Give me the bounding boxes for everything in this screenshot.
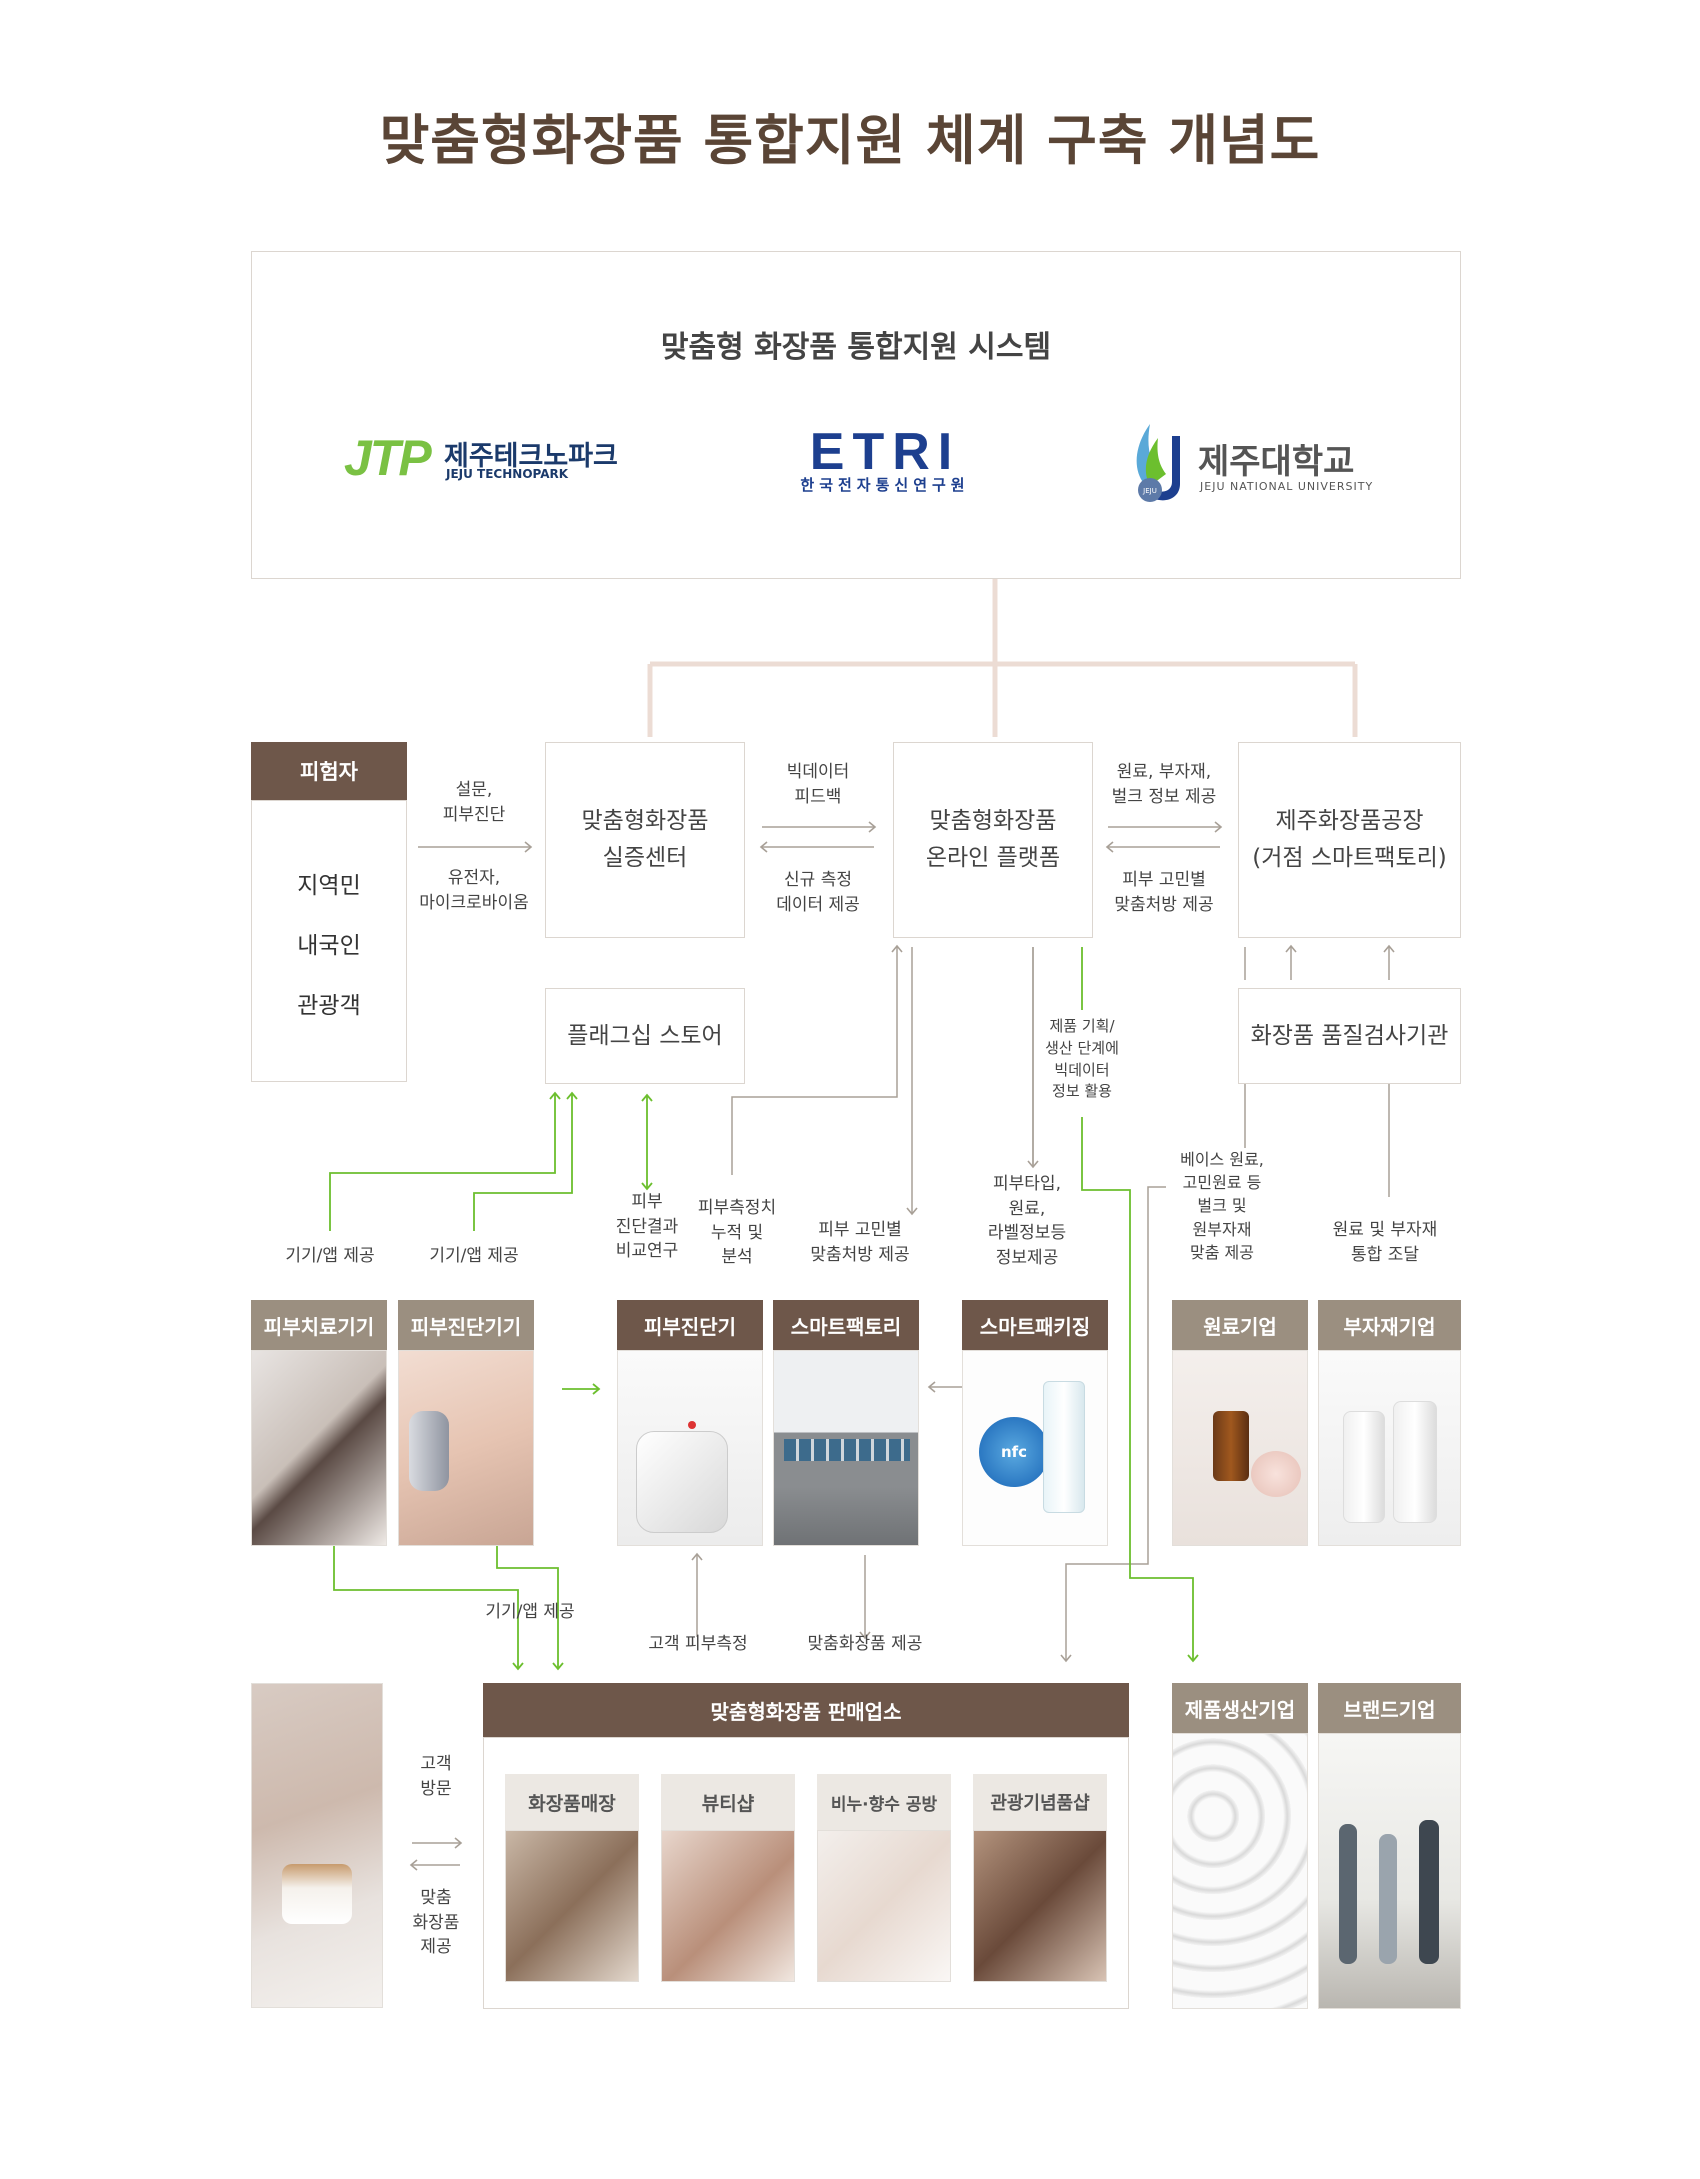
subjects-item: 관광객: [297, 993, 361, 1019]
shop-item-cosmetic-store: 화장품매장: [505, 1774, 639, 1830]
jeju-factory-box: 제주화장품공장 (거점 스마트팩토리): [1238, 742, 1461, 938]
shop-item-souvenir-shop: 관광기념품샵: [973, 1774, 1107, 1830]
label-device-app-2: 기기/앱 제공: [429, 1246, 519, 1266]
online-platform-line2: 온라인 플랫폼: [925, 845, 1061, 871]
page-title: 맞춤형화장품 통합지원 체계 구축 개념도: [379, 109, 1321, 172]
tile-diagnosis-device-a-header: 피부진단기기: [398, 1300, 534, 1350]
jnu-emblem-icon: JEJU: [1136, 424, 1180, 502]
treatment-device-image: [251, 1350, 387, 1546]
flagship-store-box: 플래그십 스토어: [545, 988, 745, 1084]
smart-packaging-image: nfc: [962, 1350, 1108, 1546]
soap-perfume-image: [817, 1830, 951, 1982]
sub-company-image: [1318, 1350, 1461, 1546]
experience-center-line2: 실증센터: [602, 845, 688, 871]
beauty-shop-image: [661, 1830, 795, 1982]
subjects-box: [251, 800, 407, 1082]
jeju-factory-line1: 제주화장품공장: [1275, 808, 1424, 835]
bottle-shape: [1043, 1381, 1085, 1513]
tile-diagnosis-device-b-header: 피부진단기: [617, 1300, 763, 1350]
tile-production-company-header: 제품생산기업: [1172, 1683, 1308, 1733]
experience-center-box: 맞춤형화장품 실증센터: [545, 742, 745, 938]
person-shape-2: [1379, 1834, 1397, 1964]
diagnosis-device-a-image: [398, 1350, 534, 1546]
shop-item-soap-perfume: 비누·향수 공방: [817, 1774, 951, 1830]
subjects-item: 지역민: [297, 873, 361, 899]
white-bottle-shape-2: [1393, 1401, 1437, 1523]
subjects-item: 내국인: [297, 933, 361, 959]
etri-logo-name: 한국전자통신연구원: [800, 476, 970, 494]
jeju-factory-line2: (거점 스마트팩토리): [1252, 845, 1447, 871]
tile-smart-packaging-header: 스마트패키징: [962, 1300, 1108, 1350]
inspection-agency-label: 화장품 품질검사기관: [1250, 1022, 1449, 1049]
device-red-dot: [688, 1421, 696, 1429]
online-platform-box: 맞춤형화장품 온라인 플랫폼: [893, 742, 1093, 938]
tile-treatment-device-header: 피부치료기기: [251, 1300, 387, 1350]
nfc-tag-shape: nfc: [979, 1417, 1049, 1487]
system-box: [251, 251, 1461, 579]
white-bottle-shape-1: [1343, 1411, 1385, 1523]
cosmetic-store-image: [505, 1830, 639, 1982]
jtp-logo-mark: JTP: [344, 430, 432, 486]
jnu-logo: JEJU 제주대학교 JEJU NATIONAL UNIVERSITY: [1128, 416, 1378, 506]
jtp-logo: JTP 제주테크노파크 JEJU TECHNOPARK: [342, 430, 642, 486]
label-custom-provide: 맞춤화장품 제공: [807, 1634, 923, 1654]
flagship-store-label: 플래그십 스토어: [567, 1022, 723, 1049]
inspection-agency-box: 화장품 품질검사기관: [1238, 988, 1461, 1084]
customer-image: [251, 1683, 383, 2008]
diagnosis-device-b-image: [617, 1350, 763, 1546]
person-shape-3: [1419, 1820, 1439, 1964]
label-survey: 설문,피부진단: [442, 780, 506, 825]
factory-windows-shape: [784, 1439, 910, 1461]
diagnosis-device-shape: [409, 1411, 449, 1491]
label-raw-info: 원료, 부자재,벌크 정보 제공: [1111, 762, 1217, 807]
jtp-logo-subname: JEJU TECHNOPARK: [446, 467, 569, 481]
amber-bottle-shape: [1213, 1411, 1249, 1481]
raw-company-image: [1172, 1350, 1308, 1546]
jnu-logo-subname: JEJU NATIONAL UNIVERSITY: [1200, 480, 1374, 493]
tile-sub-company-header: 부자재기업: [1318, 1300, 1461, 1350]
label-genome: 유전자,마이크로바이옴: [419, 868, 529, 913]
smart-factory-image: [773, 1350, 919, 1546]
souvenir-shop-image: [973, 1830, 1107, 1982]
shop-header: 맞춤형화장품 판매업소: [483, 1683, 1129, 1737]
etri-logo-mark: ETRI: [809, 423, 961, 481]
production-company-image: [1172, 1733, 1308, 2009]
brand-company-image: [1318, 1733, 1461, 2009]
online-platform-line1: 맞춤형화장품: [929, 808, 1057, 835]
tile-smart-factory-header: 스마트팩토리: [773, 1300, 919, 1350]
cream-jar-shape: [282, 1864, 352, 1924]
label-device-app-1: 기기/앱 제공: [285, 1246, 375, 1266]
tile-raw-company-header: 원료기업: [1172, 1300, 1308, 1350]
shop-item-beauty-shop: 뷰티샵: [661, 1774, 795, 1830]
experience-center-line1: 맞춤형화장품: [581, 808, 709, 835]
person-shape-1: [1339, 1824, 1357, 1964]
system-heading: 맞춤형 화장품 통합지원 시스템: [660, 330, 1052, 365]
tile-brand-company-header: 브랜드기업: [1318, 1683, 1461, 1733]
jtp-logo-name: 제주테크노파크: [444, 441, 618, 472]
subjects-header: 피험자: [251, 742, 407, 800]
etri-logo: ETRI 한국전자통신연구원: [792, 423, 978, 498]
label-device-app-3: 기기/앱 제공: [485, 1602, 575, 1622]
jnu-logo-name: 제주대학교: [1198, 442, 1355, 482]
handheld-device-shape: [636, 1431, 728, 1533]
svg-text:JEJU: JEJU: [1142, 487, 1157, 495]
rose-shape: [1251, 1451, 1301, 1497]
label-customer-measure: 고객 피부측정: [648, 1634, 748, 1654]
